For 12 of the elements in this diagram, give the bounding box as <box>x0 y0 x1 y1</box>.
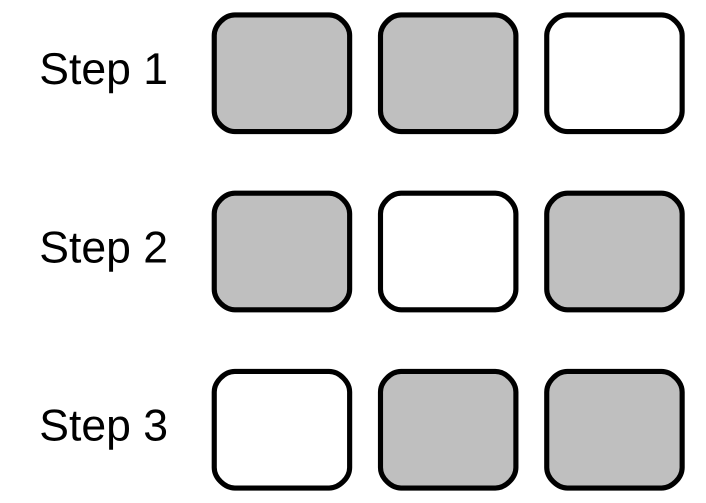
label: Step 1 <box>38 45 168 94</box>
label: Step 3 <box>38 402 168 451</box>
node-box <box>377 190 518 312</box>
node-box <box>544 12 684 134</box>
node-box <box>377 12 518 134</box>
node-box <box>211 190 352 312</box>
node-box <box>377 368 518 491</box>
label: Step 2 <box>38 223 168 272</box>
node-box <box>211 368 352 491</box>
node-box <box>211 12 352 134</box>
node-box <box>544 190 684 312</box>
node-box <box>544 368 684 491</box>
